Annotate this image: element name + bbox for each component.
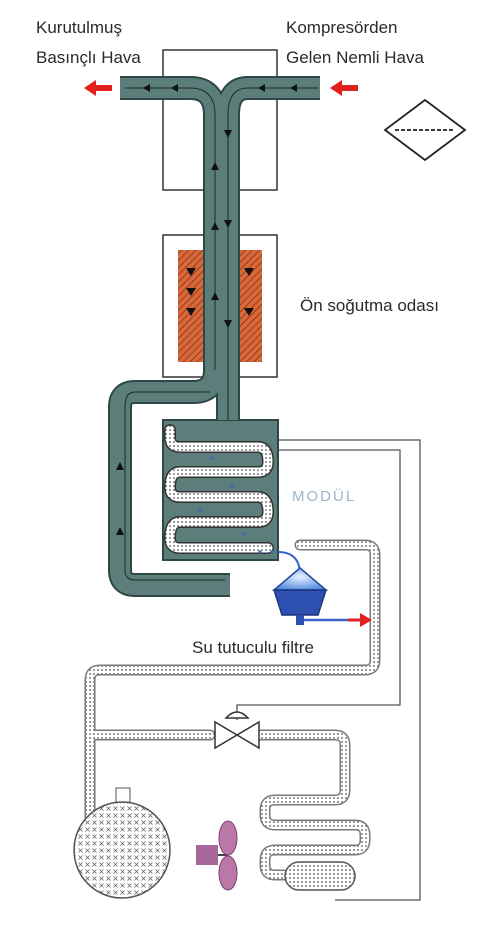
inlet-label-line1: Kompresörden xyxy=(286,18,398,37)
outlet-label-line2: Basınçlı Hava xyxy=(36,48,141,67)
fan-icon xyxy=(196,820,238,891)
filter-label: Su tutuculu filtre xyxy=(192,638,314,657)
outlet-label-line1: Kurutulmuş xyxy=(36,18,122,37)
expansion-valve-icon xyxy=(214,711,260,750)
outlet-arrow-icon xyxy=(84,80,112,96)
receiver-tank-icon xyxy=(284,861,356,891)
compressor-icon xyxy=(73,787,171,899)
inlet-label-line2: Gelen Nemli Hava xyxy=(286,48,424,67)
precooler-label: Ön soğutma odası xyxy=(300,296,439,315)
refrigerant-circuit xyxy=(84,439,421,901)
inlet-arrow-icon xyxy=(330,80,358,96)
dryer-symbol-icon xyxy=(383,98,467,162)
water-trap-icon xyxy=(271,551,372,627)
brand-logo: MODÜL xyxy=(292,488,357,505)
